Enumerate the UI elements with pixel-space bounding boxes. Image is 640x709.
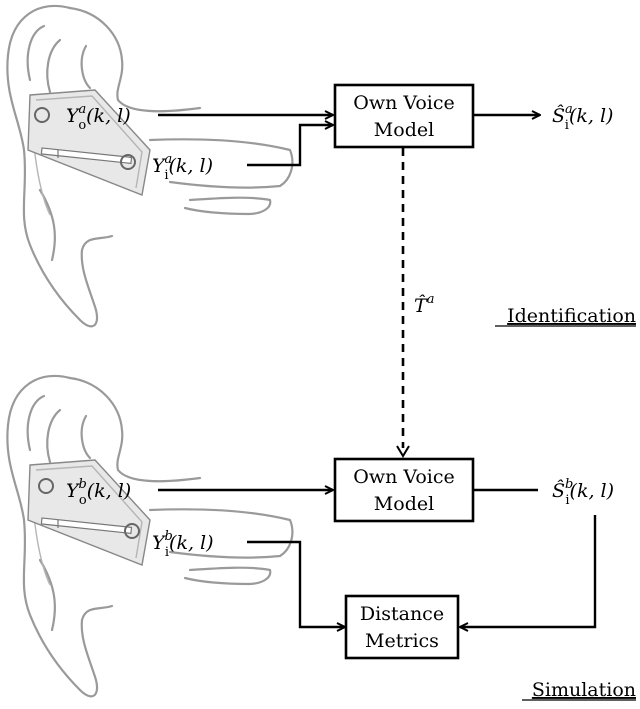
metrics-box-line1: Distance [360,603,444,625]
inner-microphone-icon-bottom [124,523,140,539]
outer-microphone-icon-top [34,107,50,123]
own-voice-model-box-top: Own Voice Model [333,83,475,149]
arrow-inner-to-model-top [247,125,333,167]
section-label-simulation: Simulation [532,679,636,701]
ear-illustration-bottom [6,374,294,698]
distance-metrics-box: Distance Metrics [344,594,460,660]
arrow-output-to-metrics [460,515,597,627]
dashed-transfer-arrowhead [396,445,410,458]
own-voice-model-box-bottom: Own Voice Model [333,457,475,523]
transfer-function-label: T̂a [414,292,434,317]
model-box-line2: Model [374,119,434,141]
earpiece-device-top [27,89,151,196]
outer-microphone-icon-bottom [38,478,54,494]
model-box-line1: Own Voice [353,466,455,488]
earpiece-device-bottom [27,459,151,566]
section-label-identification: Identification [507,305,636,327]
metrics-box-line2: Metrics [365,630,439,652]
ear-illustration-top [6,4,294,328]
model-box-line1: Own Voice [353,92,455,114]
inner-microphone-icon-top [120,154,136,170]
arrow-inner-to-metrics [247,540,345,627]
model-box-line2: Model [374,493,434,515]
